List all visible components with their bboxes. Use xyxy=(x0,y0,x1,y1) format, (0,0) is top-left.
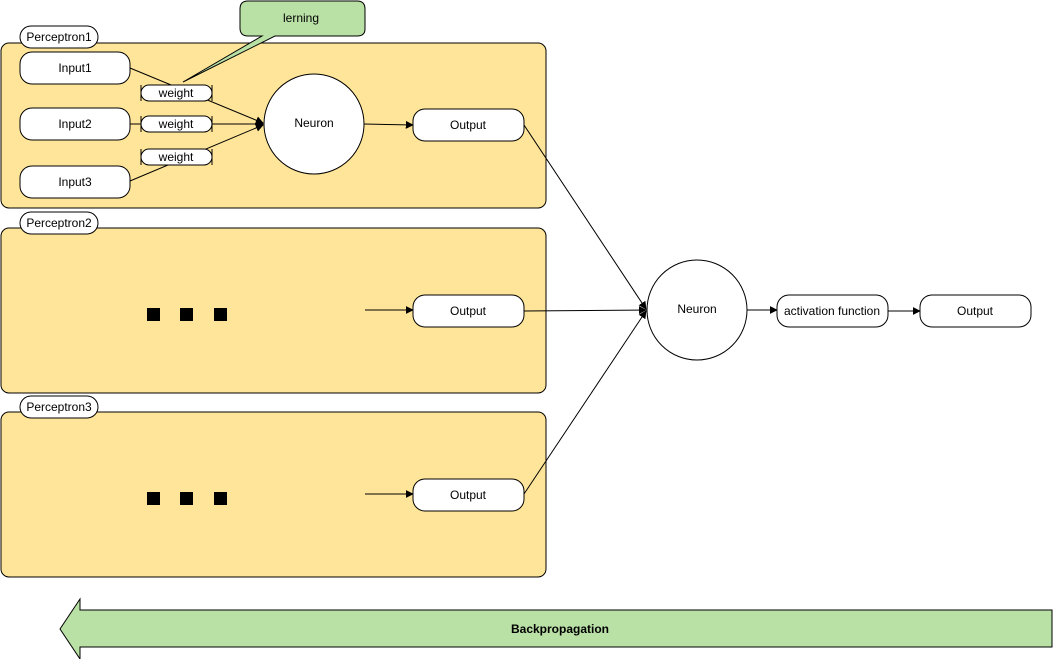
perceptron3-title[interactable]: Perceptron3 xyxy=(19,395,99,419)
input2-label: Input2 xyxy=(58,117,92,131)
input1-label: Input1 xyxy=(58,61,92,75)
perceptron3-container[interactable] xyxy=(0,411,547,578)
edge-output1-final xyxy=(523,124,647,310)
ellipsis-square xyxy=(214,492,227,505)
ellipsis-square xyxy=(214,308,227,321)
input1-node[interactable]: Input1 xyxy=(19,51,131,85)
input2-node[interactable]: Input2 xyxy=(19,107,131,141)
final-output[interactable]: Output xyxy=(919,294,1032,328)
ellipsis-square xyxy=(180,308,193,321)
perceptron2-title[interactable]: Perceptron2 xyxy=(19,211,99,235)
perceptron3-title-text: Perceptron3 xyxy=(26,400,92,414)
weight1-node[interactable]: weight xyxy=(140,84,213,102)
weight2-node[interactable]: weight xyxy=(140,115,213,133)
perceptron3-output-label: Output xyxy=(450,488,487,502)
perceptron1-neuron[interactable]: Neuron xyxy=(263,73,365,175)
weight3-node[interactable]: weight xyxy=(140,148,213,166)
input3-node[interactable]: Input3 xyxy=(19,165,131,199)
final-output-label: Output xyxy=(957,304,994,318)
ellipsis-square xyxy=(180,492,193,505)
edge-neuron1-output xyxy=(363,120,414,129)
weight2-label: weight xyxy=(158,117,194,131)
activation-function-node[interactable]: activation function xyxy=(776,294,889,328)
learning-callout[interactable]: lerning xyxy=(182,0,366,83)
final-neuron-label: Neuron xyxy=(677,302,716,316)
perceptron2-title-text: Perceptron2 xyxy=(26,216,92,230)
input3-label: Input3 xyxy=(58,175,92,189)
backpropagation-arrow[interactable]: Backpropagation xyxy=(59,597,1053,659)
weight3-label: weight xyxy=(158,150,194,164)
learning-callout-text: lerning xyxy=(283,11,319,25)
perceptron1-neuron-label: Neuron xyxy=(294,116,333,130)
edge-output2-final xyxy=(523,306,647,315)
perceptron2-output-label: Output xyxy=(450,304,487,318)
perceptron3-ellipsis xyxy=(147,492,227,505)
weight1-label: weight xyxy=(158,86,194,100)
ellipsis-square xyxy=(147,492,160,505)
perceptron2-ellipsis xyxy=(147,308,227,321)
ellipsis-square xyxy=(147,308,160,321)
perceptron1-output[interactable]: Output xyxy=(412,108,525,142)
edge-output3-final xyxy=(523,310,647,495)
perceptron1-title-text: Perceptron1 xyxy=(26,30,92,44)
perceptron2-output[interactable]: Output xyxy=(412,294,525,328)
perceptron3-output[interactable]: Output xyxy=(412,478,525,512)
backpropagation-label: Backpropagation xyxy=(511,622,609,636)
perceptron1-title[interactable]: Perceptron1 xyxy=(19,25,99,49)
activation-function-label: activation function xyxy=(784,304,880,318)
final-neuron[interactable]: Neuron xyxy=(646,259,748,361)
perceptron1-output-label: Output xyxy=(450,118,487,132)
